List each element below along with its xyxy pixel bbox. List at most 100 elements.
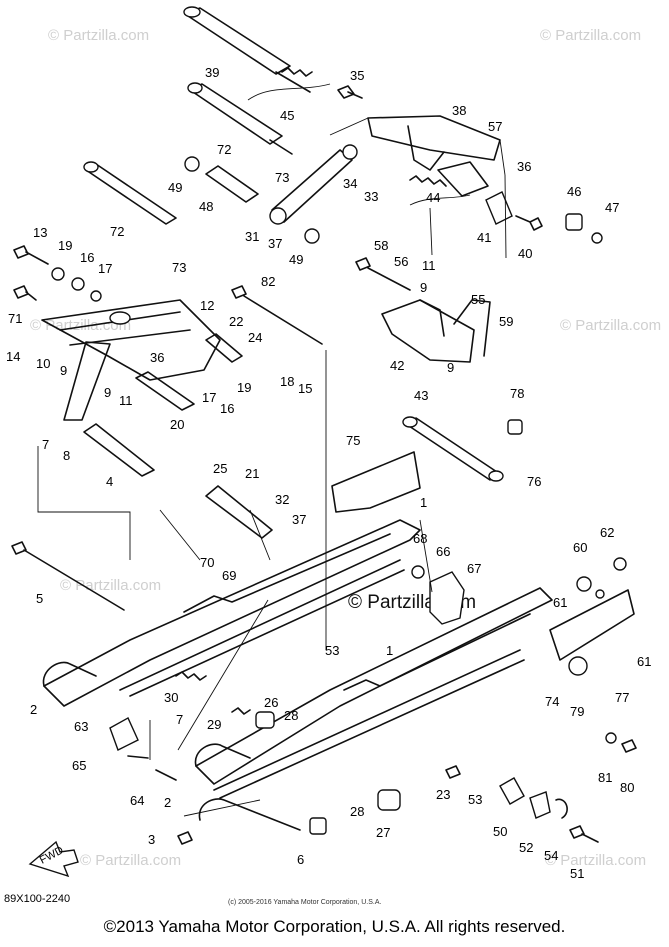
callout-label: 28 xyxy=(284,708,298,723)
callout-label: 52 xyxy=(519,840,533,855)
spring-45 xyxy=(281,67,313,77)
callout-label: 72 xyxy=(217,142,231,157)
callout-label: 80 xyxy=(620,780,634,795)
callout-label: 31 xyxy=(245,229,259,244)
callout-label: 25 xyxy=(213,461,227,476)
small-copyright: (c) 2005-2016 Yamaha Motor Corporation, … xyxy=(228,899,381,906)
callout-label: 50 xyxy=(493,824,507,839)
callout-label: 53 xyxy=(468,792,482,807)
callout-label: 22 xyxy=(229,314,243,329)
callout-label: 17 xyxy=(202,390,216,405)
arm-8 xyxy=(63,341,111,421)
callout-label: 82 xyxy=(261,274,275,289)
callout-label: 4 xyxy=(106,474,113,489)
callout-label: 1 xyxy=(386,643,393,658)
callout-label: 73 xyxy=(172,260,186,275)
callout-label: 60 xyxy=(573,540,587,555)
watermark: © Partzilla.com xyxy=(545,852,646,869)
slide-rail-left xyxy=(42,519,421,707)
callout-label: 41 xyxy=(477,230,491,245)
callout-label: 78 xyxy=(510,386,524,401)
bushing-46 xyxy=(565,213,583,231)
callout-label: 49 xyxy=(289,252,303,267)
callout-label: 58 xyxy=(374,238,388,253)
callout-label: 7 xyxy=(42,437,49,452)
callout-label: 35 xyxy=(350,68,364,83)
plate-75 xyxy=(331,451,421,513)
plate-74 xyxy=(549,589,635,661)
callout-label: 6 xyxy=(297,852,304,867)
bracket-38 xyxy=(367,115,501,161)
callout-label: 38 xyxy=(452,103,466,118)
callout-label: 37 xyxy=(292,512,306,527)
callout-label: 75 xyxy=(346,433,360,448)
bolt-82 xyxy=(231,285,323,345)
callout-label: 33 xyxy=(364,189,378,204)
shaft-4 xyxy=(83,423,155,477)
callout-label: 45 xyxy=(280,108,294,123)
callout-label: 11 xyxy=(119,393,133,408)
callout-label: 39 xyxy=(205,65,219,80)
callout-label: 42 xyxy=(390,358,404,373)
sleeve-48 xyxy=(205,165,259,203)
shaft-72-lower xyxy=(85,163,177,225)
callout-label: 36 xyxy=(150,350,164,365)
shaft-72 xyxy=(189,83,283,145)
callout-label: 74 xyxy=(545,694,559,709)
footer-copyright: ©2013 Yamaha Motor Corporation, U.S.A. A… xyxy=(103,916,566,936)
block-66 xyxy=(429,571,465,625)
bushing-49 xyxy=(184,156,200,172)
callout-label: 30 xyxy=(164,690,178,705)
callout-label: 13 xyxy=(33,225,47,240)
watermark: © Partzilla.com xyxy=(80,852,181,869)
callout-label: 79 xyxy=(570,704,584,719)
callout-label: 18 xyxy=(280,374,294,389)
callout-label: 54 xyxy=(544,848,558,863)
callout-label: 66 xyxy=(436,544,450,559)
callout-label: 46 xyxy=(567,184,581,199)
front-arm-12 xyxy=(41,299,221,381)
slide-rail-right xyxy=(194,587,553,831)
watermark: © Partzilla.com xyxy=(60,577,161,594)
callout-label: 24 xyxy=(248,330,262,345)
callout-label: 61 xyxy=(553,595,567,610)
callout-label: 40 xyxy=(518,246,532,261)
callout-label: 61 xyxy=(637,654,651,669)
callout-label: 65 xyxy=(72,758,86,773)
callout-label: 64 xyxy=(130,793,144,808)
callout-label: 69 xyxy=(222,568,236,583)
callout-label: 9 xyxy=(447,360,454,375)
bracket-42 xyxy=(381,299,475,363)
callout-label: 32 xyxy=(275,492,289,507)
callout-label: 14 xyxy=(6,349,20,364)
callout-label: 70 xyxy=(200,555,214,570)
callout-label: 5 xyxy=(36,591,43,606)
callout-label: 8 xyxy=(63,448,70,463)
callout-label: 17 xyxy=(98,261,112,276)
callout-label: 28 xyxy=(350,804,364,819)
callout-label: 15 xyxy=(298,381,312,396)
callout-label: 72 xyxy=(110,224,124,239)
callout-label: 44 xyxy=(426,190,440,205)
shaft-39 xyxy=(183,6,311,93)
callout-label: 51 xyxy=(570,866,584,881)
callout-labels: 39 45 35 38 57 72 73 36 49 48 34 33 46 4… xyxy=(6,65,651,881)
callout-label: 73 xyxy=(275,170,289,185)
callout-label: 2 xyxy=(30,702,37,717)
callout-label: 48 xyxy=(199,199,213,214)
callout-label: 19 xyxy=(58,238,72,253)
rod-76 xyxy=(405,417,501,481)
callout-label: 56 xyxy=(394,254,408,269)
callout-label: 62 xyxy=(600,525,614,540)
bushing-49b xyxy=(304,228,320,244)
callout-label: 9 xyxy=(420,280,427,295)
callout-label: 59 xyxy=(499,314,513,329)
callout-label: 7 xyxy=(176,712,183,727)
callout-label: 23 xyxy=(436,787,450,802)
callout-label: 27 xyxy=(376,825,390,840)
callout-label: 57 xyxy=(488,119,502,134)
watermark: © Partzilla.com xyxy=(560,317,661,334)
callout-label: 81 xyxy=(598,770,612,785)
callout-label: 9 xyxy=(104,385,111,400)
callout-label: 3 xyxy=(148,832,155,847)
